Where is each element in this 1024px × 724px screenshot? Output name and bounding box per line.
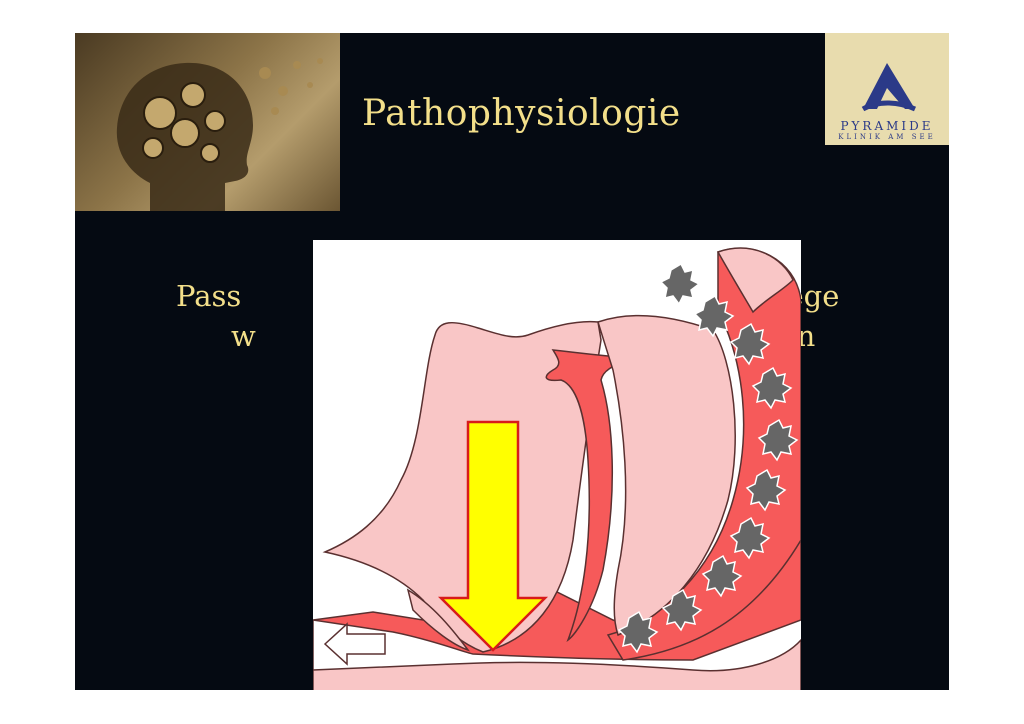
airflow-arrow bbox=[323, 622, 386, 666]
pyramid-icon bbox=[863, 63, 915, 109]
brain-gears-image bbox=[75, 33, 340, 212]
muscle-markers bbox=[617, 262, 799, 654]
airway-diagram bbox=[312, 240, 802, 690]
pyramide-logo: PYRAMIDE KLINIK AM SEE bbox=[825, 33, 949, 145]
body-text-line2-left: w bbox=[231, 319, 256, 353]
uvula bbox=[545, 349, 632, 643]
slide: Pathophysiologie PYRAMIDE KLINIK AM SEE … bbox=[75, 33, 949, 690]
obstruction-arrow bbox=[437, 420, 549, 652]
logo-name: PYRAMIDE bbox=[840, 119, 934, 133]
lower-airway-tissue bbox=[312, 620, 802, 690]
logo-subtitle: KLINIK AM SEE bbox=[838, 133, 936, 141]
body-text-line1-left: Pass bbox=[176, 279, 242, 313]
epiglottis bbox=[406, 588, 471, 652]
slide-title: Pathophysiologie bbox=[362, 93, 681, 134]
posterior-wall-soft bbox=[716, 247, 794, 314]
